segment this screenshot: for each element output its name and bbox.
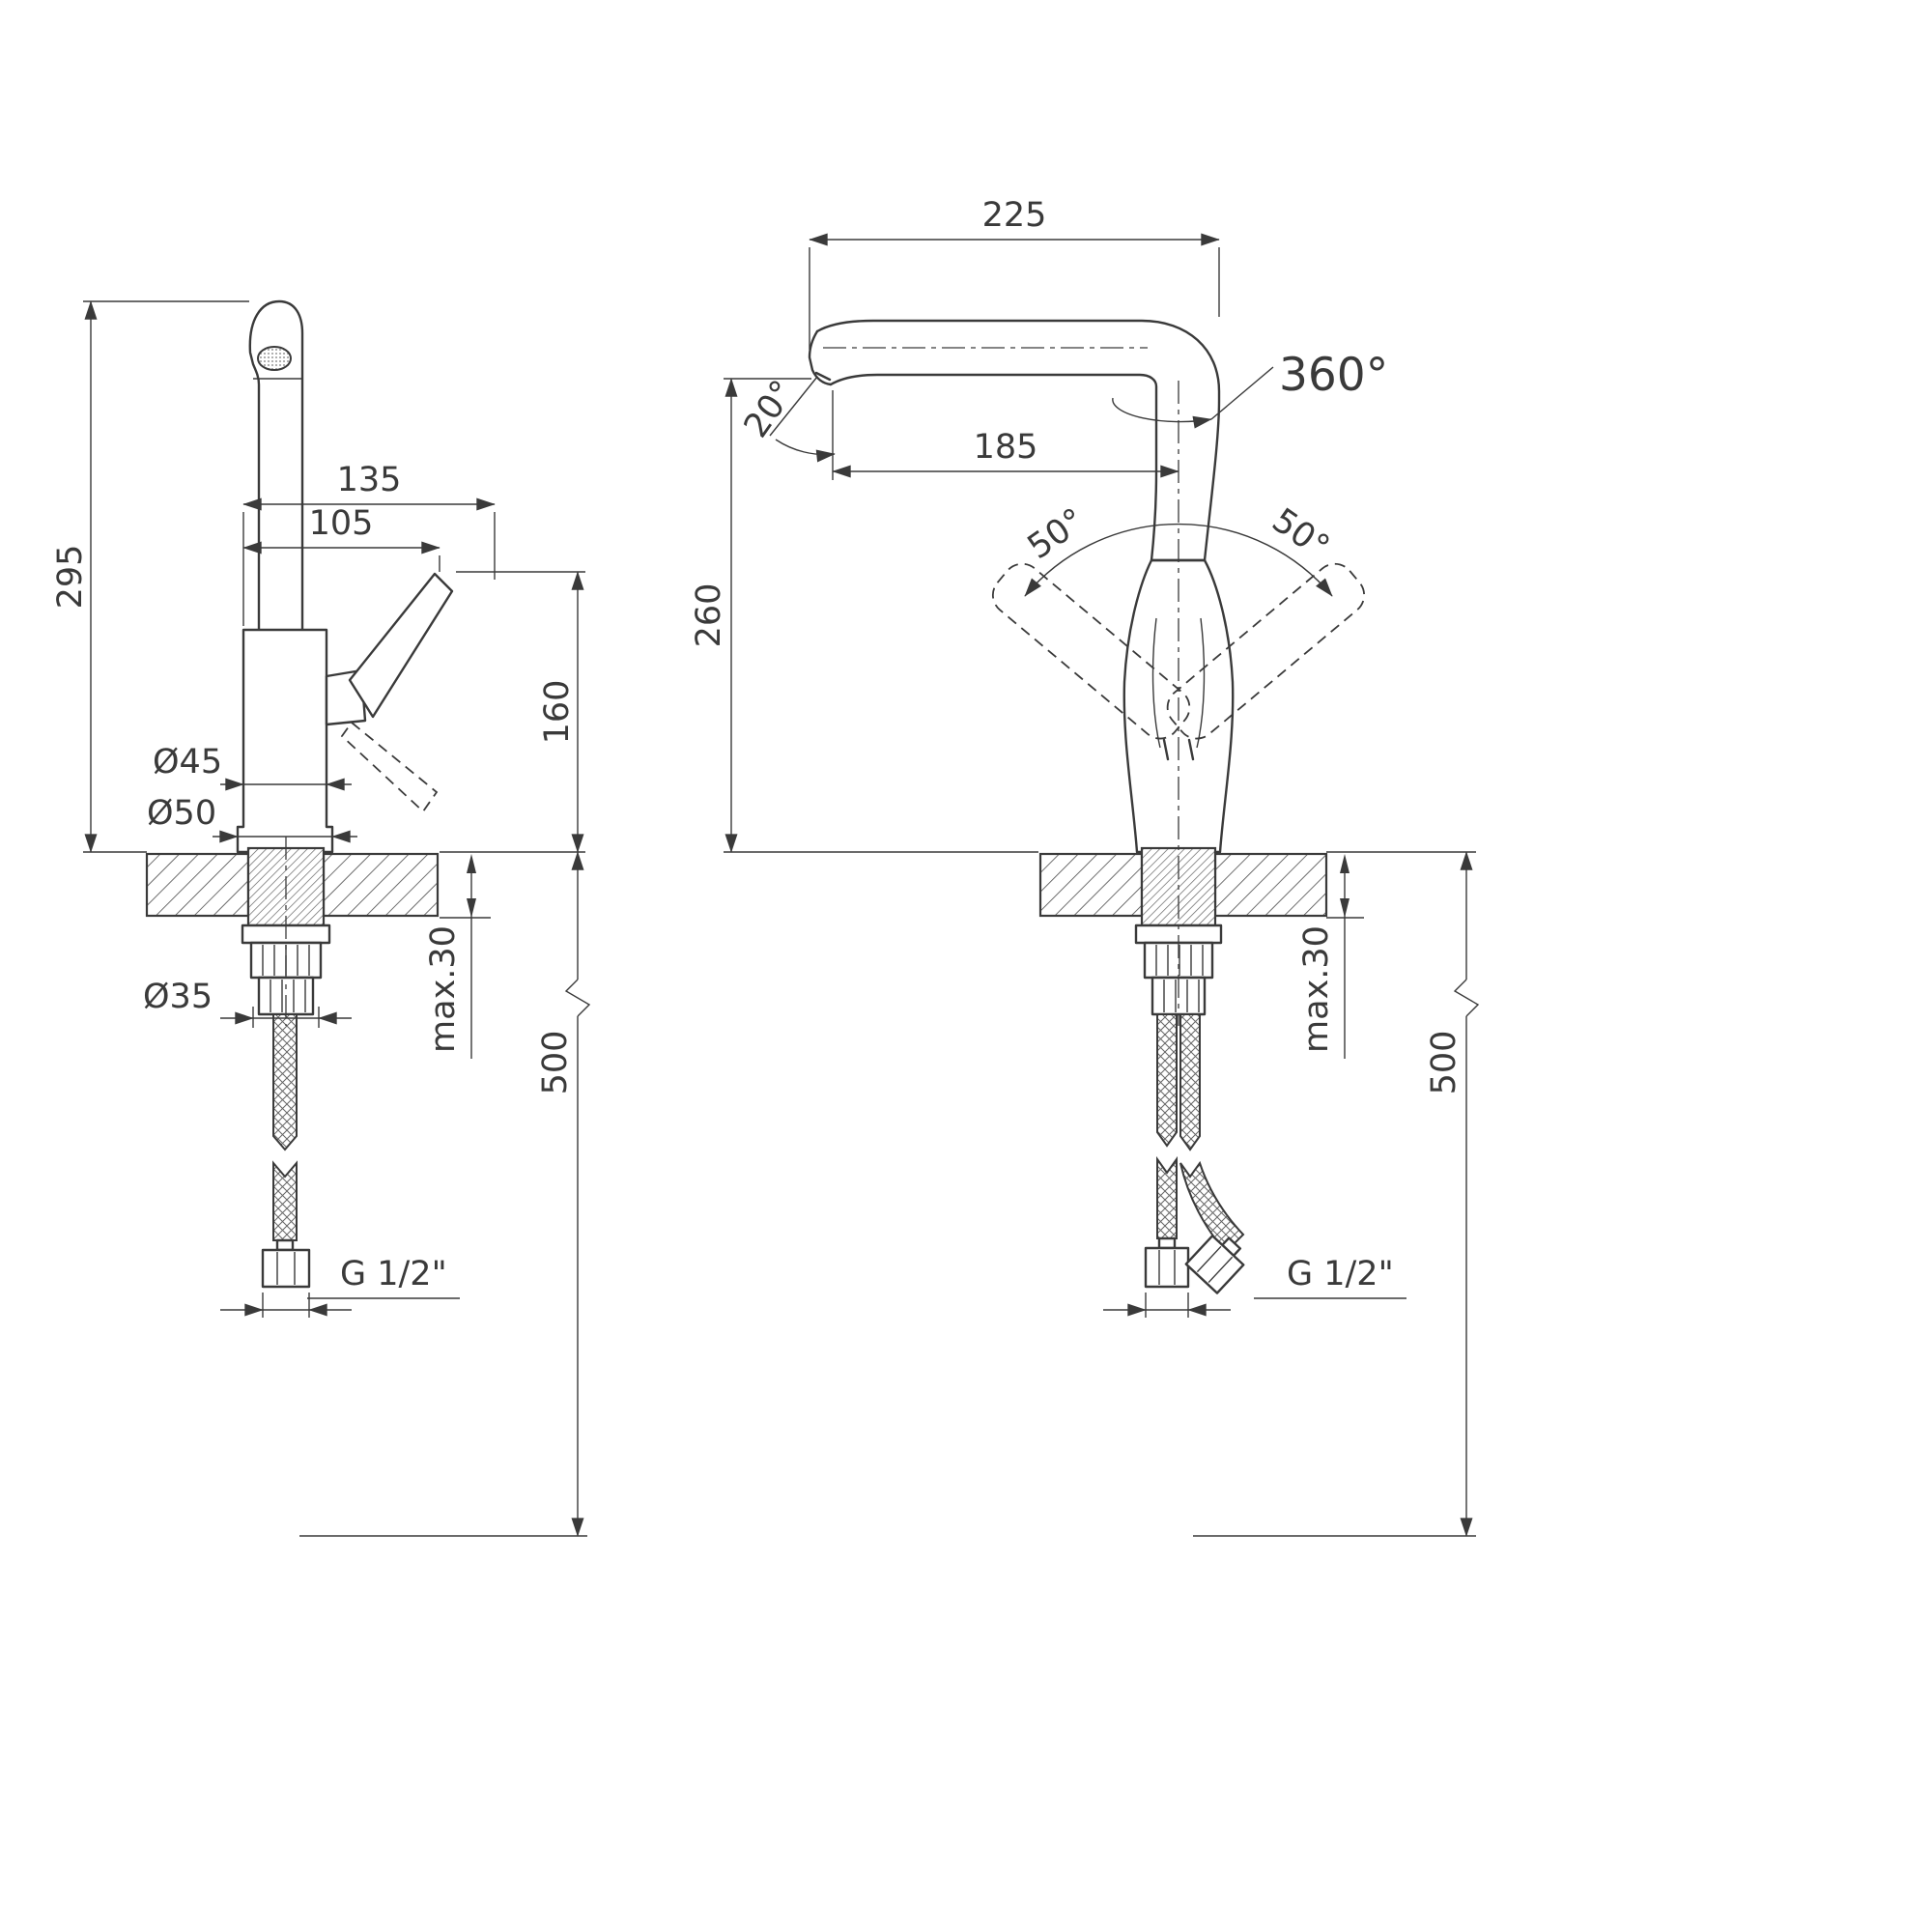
break-symbol [564,979,591,1017]
dim-spout-reach-total-label: 225 [982,196,1047,235]
dim-arrow [467,854,476,873]
supply-hose-upper [272,1013,298,1151]
front-view: 50° 50° 360° 20° 225 185 260 [690,196,1480,1537]
dim-body-diameter-label: Ø45 [153,743,222,781]
handle-lever [348,572,454,719]
countertop-right-section [322,852,440,918]
outlet-angle-label: 20° [737,374,803,445]
swivel-arc [1112,397,1212,429]
dim-spout-reach-label: 135 [337,461,402,499]
dim-base-diameter-label: Ø50 [147,794,216,833]
thread-size-label: G 1/2" [340,1255,447,1293]
break-symbol [1453,979,1480,1017]
body-detail [1151,617,1161,749]
hose-collar [275,1238,295,1252]
angle-ref-line [769,376,818,437]
dim-body-height-label: 160 [538,680,577,745]
fitting-facets [1158,1250,1176,1285]
hose-fitting [261,1248,311,1289]
nut-ridges [1155,945,1204,976]
dim-spout-reach-label: 185 [974,428,1038,467]
supply-hose-lower [272,1160,298,1241]
supply-hose-b-upper [1179,1013,1201,1151]
spout-outlet [808,329,833,386]
leader-line [1210,366,1274,420]
handle-grip-marks [1162,738,1195,761]
outlet-detail [814,371,832,382]
countertop-right-section [1213,852,1328,918]
dim-handle-reach-label: 105 [309,504,374,543]
supply-hose-a-upper [1156,1013,1178,1148]
handle-swing-left-label: 50° [1021,501,1093,567]
body-outline [236,628,334,854]
hose-fitting [1144,1246,1190,1289]
nut-ridges [1163,980,1200,1012]
dim-spout-height-label: 260 [690,583,728,648]
dim-arrow [467,898,476,918]
swivel-angle-label: 360° [1279,349,1388,402]
spout-top-edge [815,319,1221,562]
body-detail [1196,617,1206,749]
thread-size-label: G 1/2" [1287,1255,1394,1293]
dim-arrow [1340,854,1350,873]
supply-hose-a-lower [1156,1155,1178,1239]
spout-bottom-edge [829,373,1158,562]
handle-position-right [1166,562,1366,740]
supply-hose-b-lower [1179,1160,1245,1254]
dim-arrow [1340,898,1350,918]
handle-position-left [991,562,1191,740]
spout-outline [248,299,304,632]
dim-hole-diameter-label: Ø35 [143,978,213,1016]
handle-lever-alt-position [340,721,439,813]
dim-counter-thickness-label: max.30 [1297,925,1336,1053]
angle-arc [775,439,836,463]
dim-counter-thickness-label: max.30 [424,925,463,1053]
nut-ridges [270,980,306,1012]
countertop-left-section [1038,852,1144,918]
hose-fitting-angled [1184,1235,1245,1294]
swing-arc [1024,523,1333,597]
side-view: 295 135 105 160 Ø45 Ø50 Ø35 [51,299,591,1537]
fitting-facets [276,1252,296,1285]
dim-hose-length-label: 500 [536,1031,575,1095]
aerator-icon [257,346,292,371]
countertop-left-section [145,852,250,918]
dim-total-height-label: 295 [51,545,90,610]
handle-swing-right-label: 50° [1264,501,1336,567]
dim-hose-length-label: 500 [1425,1031,1463,1095]
hose-collar [1157,1236,1177,1250]
